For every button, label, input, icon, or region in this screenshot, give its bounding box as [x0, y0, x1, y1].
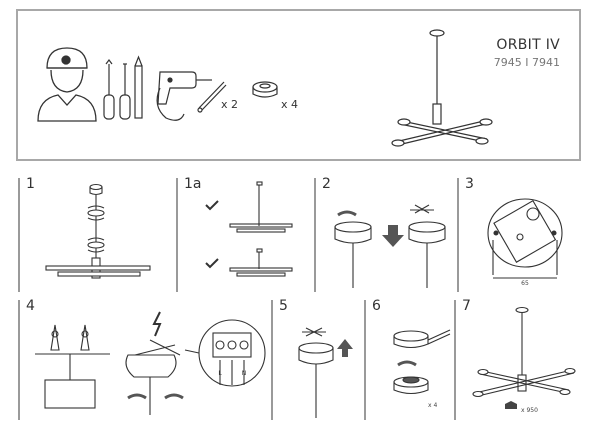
product-codes: 7945 I 7941 [493, 56, 560, 69]
tools-and-product-box [16, 9, 581, 161]
step-7-panel: 7 [454, 298, 584, 420]
step-6-panel: 6 [364, 298, 456, 420]
step-number: 6 [372, 298, 381, 314]
step-number: 4 [26, 298, 35, 314]
step-4-panel: 4 [18, 298, 273, 420]
step-5-panel: 5 [271, 298, 366, 420]
terminal-label-n: N [242, 370, 247, 377]
step-number: 1 [26, 176, 35, 192]
terminal-label-l: L [218, 370, 222, 377]
product-name: ORBIT IV [496, 37, 560, 53]
step-1-panel: 1 [18, 176, 178, 292]
step-number: 2 [322, 176, 331, 192]
step-3-panel: 3 [457, 176, 587, 292]
step-number: 3 [465, 176, 474, 192]
anchor-quantity: x 2 [221, 98, 239, 111]
step-7-weight-label: x 950 [521, 407, 538, 414]
disc-quantity: x 4 [281, 98, 299, 111]
step-6-disc-quantity: x 4 [428, 402, 437, 409]
step-1a-panel: 1a [176, 176, 316, 292]
step-3-dimension: 65 [521, 280, 529, 287]
step-number: 7 [462, 298, 471, 314]
step-number: 1a [184, 176, 202, 192]
step-number: 5 [279, 298, 288, 314]
step-2-panel: 2 [314, 176, 459, 292]
product-info: ORBIT IV 7945 I 7941 [494, 37, 560, 69]
